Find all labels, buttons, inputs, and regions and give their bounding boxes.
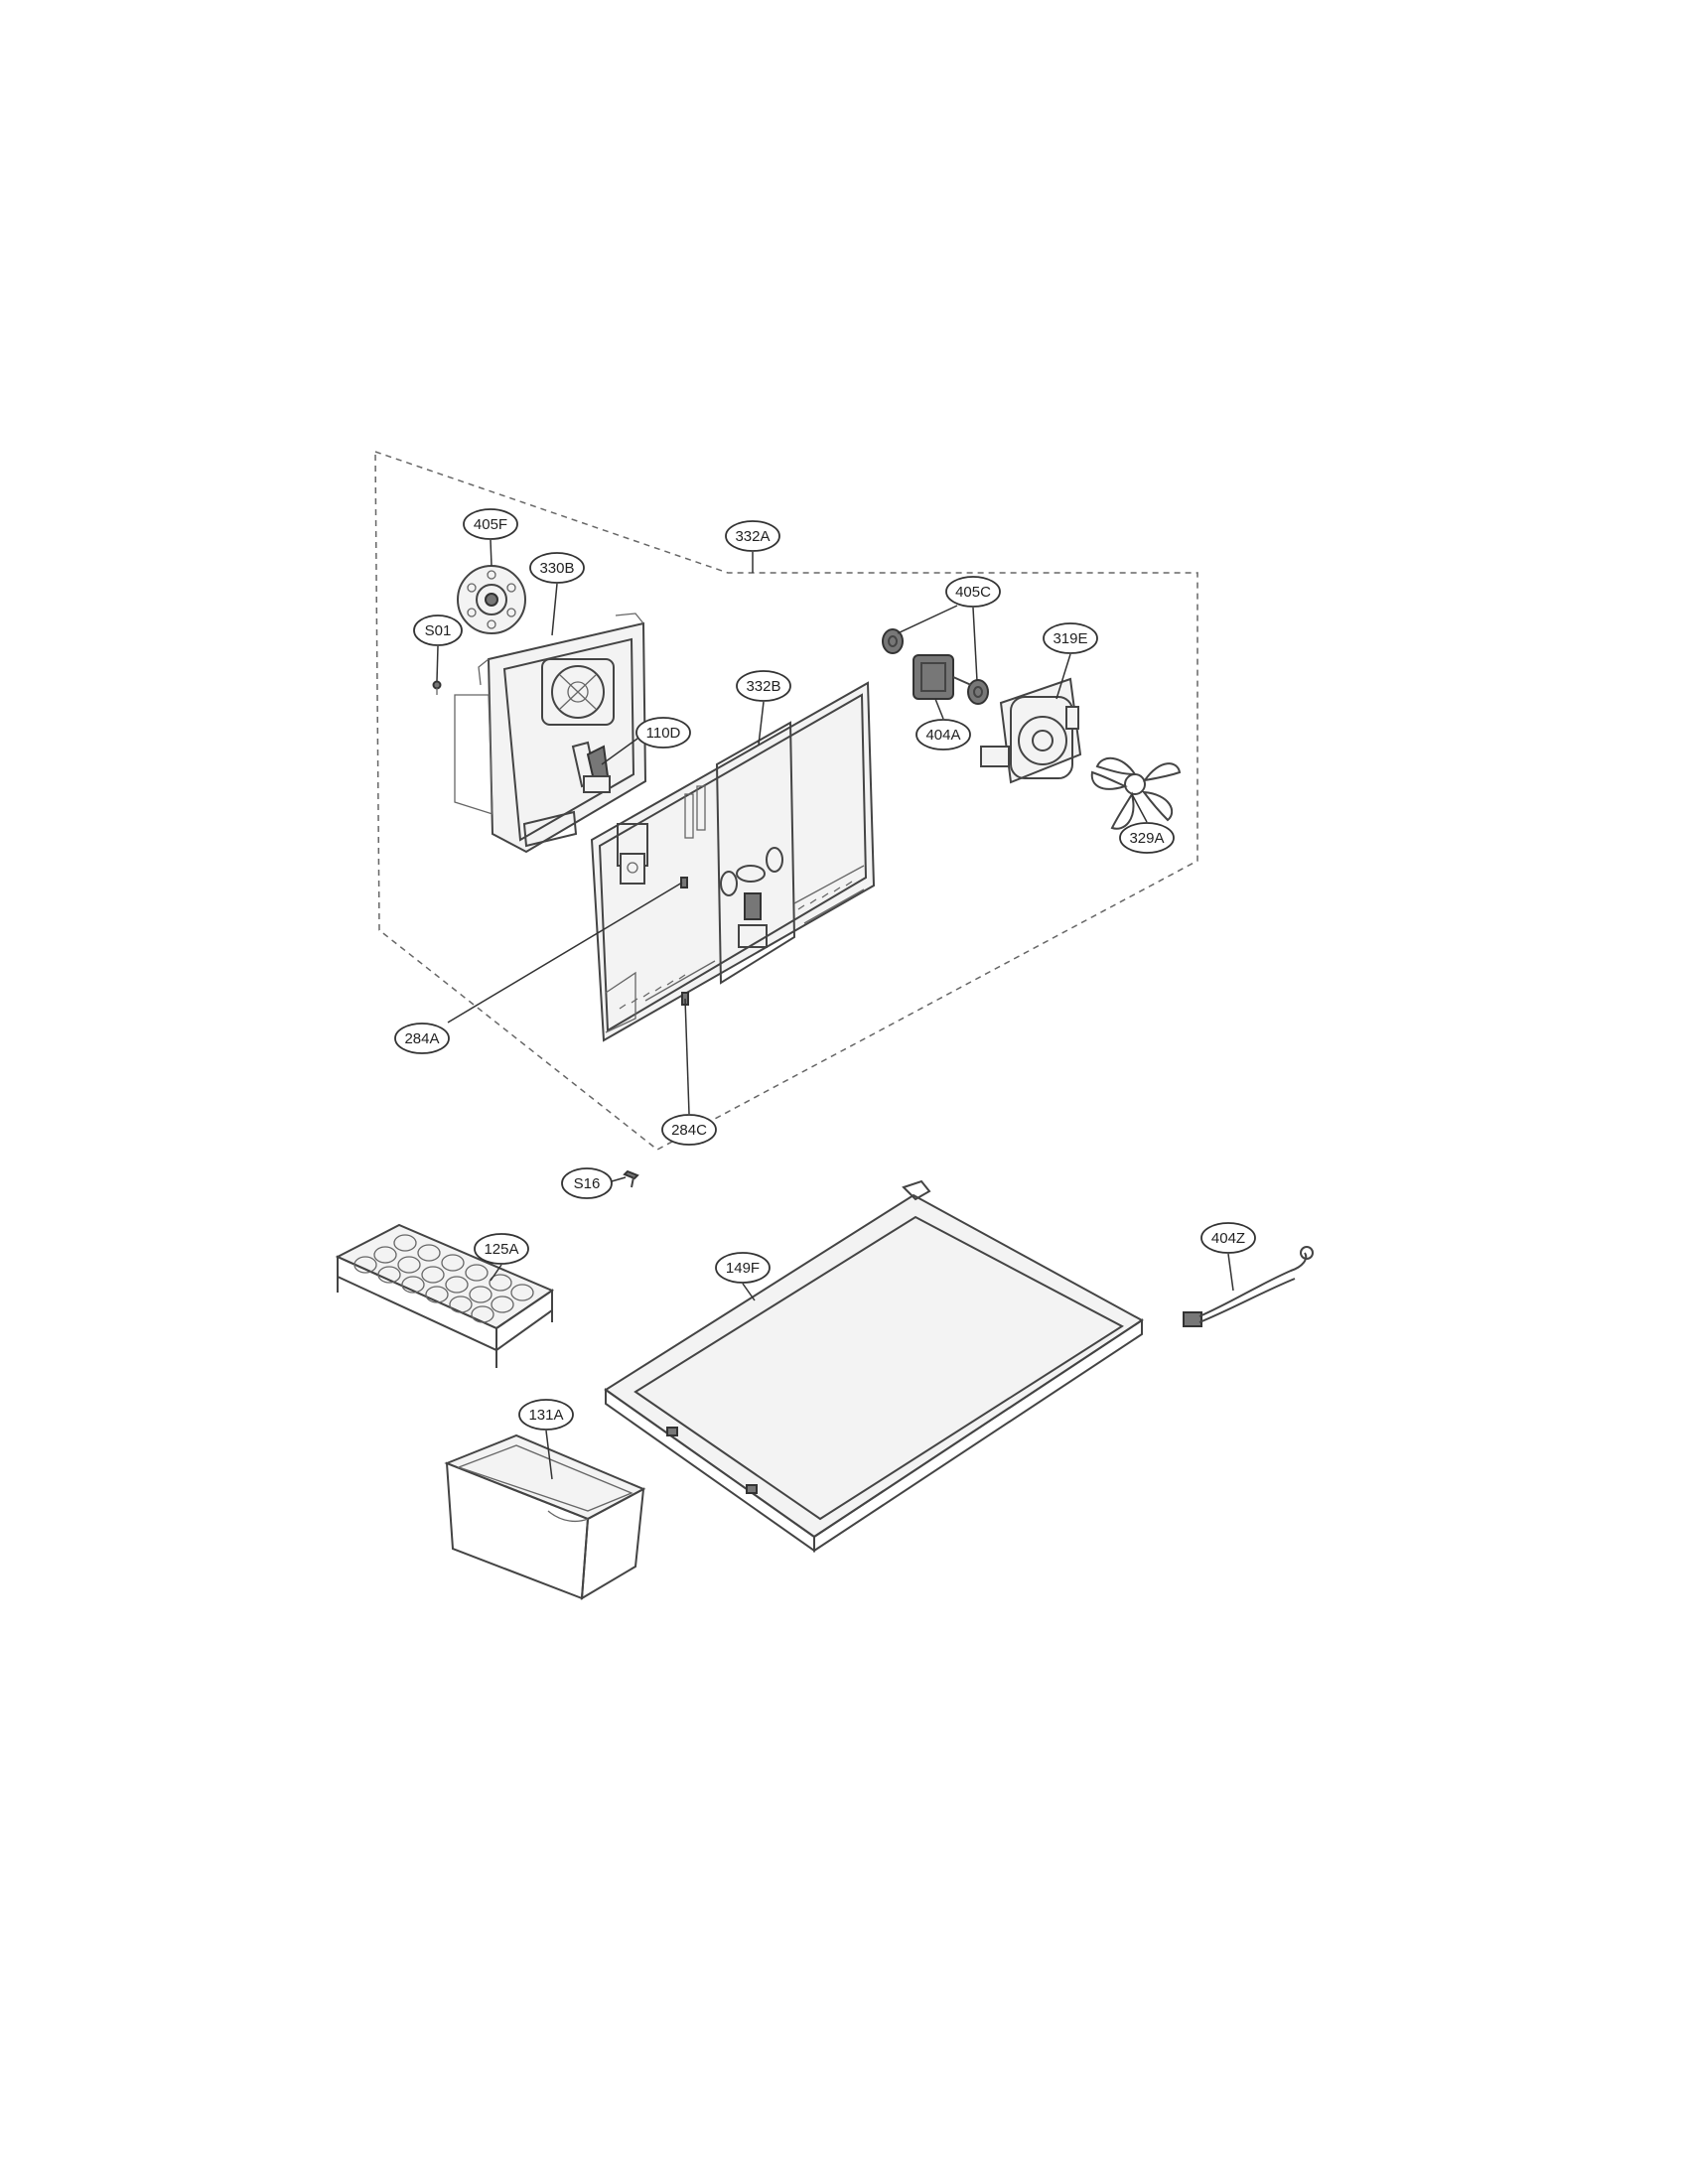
svg-text:405F: 405F [474,516,507,533]
svg-text:125A: 125A [484,1241,518,1258]
svg-text:131A: 131A [528,1407,563,1424]
part-131A-ice-bin [444,1433,646,1600]
part-330B-shroud [454,613,647,854]
part-S16-screw [623,1169,639,1188]
svg-text:284A: 284A [404,1030,439,1047]
svg-text:284C: 284C [671,1122,707,1139]
part-329A-fan-blade [1090,756,1182,830]
callout-319E: 319E [1043,622,1098,654]
part-125A-ice-tray [335,1223,555,1368]
svg-text:319E: 319E [1053,630,1087,647]
leader-lines [436,539,1234,1480]
part-405C-grommets [882,628,989,705]
svg-text:404Z: 404Z [1211,1230,1245,1247]
callout-329A: 329A [1119,822,1175,854]
svg-text:S16: S16 [574,1175,601,1192]
part-404Z-wire-harness [1183,1246,1314,1327]
callout-332A: 332A [725,520,780,552]
svg-text:332B: 332B [746,678,780,695]
callout-S01: S01 [413,614,463,646]
callout-404Z: 404Z [1200,1222,1256,1254]
part-332B-cover-panel [590,681,876,1042]
callout-S16: S16 [561,1167,613,1199]
callout-405F: 405F [463,508,518,540]
svg-text:405C: 405C [955,584,991,601]
callout-404A: 404A [915,719,971,751]
svg-text:329A: 329A [1129,830,1164,847]
part-319E-fan-housing [980,677,1082,784]
svg-text:149F: 149F [726,1260,760,1277]
callout-149F: 149F [715,1252,771,1284]
assembly-boundary-332A [374,450,1198,1151]
part-405F-gear [457,565,526,634]
callout-284A: 284A [394,1023,450,1054]
svg-text:404A: 404A [925,727,960,744]
callout-405C: 405C [945,576,1001,608]
callout-110D: 110D [635,717,691,749]
callout-332B: 332B [736,670,791,702]
callout-131A: 131A [518,1399,574,1431]
callout-125A: 125A [474,1233,529,1265]
part-S01-screw [432,680,442,695]
svg-text:S01: S01 [425,622,452,639]
part-149F-glass-shelf [604,1179,1144,1553]
svg-text:332A: 332A [735,528,770,545]
callout-330B: 330B [529,552,585,584]
svg-text:330B: 330B [539,560,574,577]
part-404A-fan-motor [913,654,972,700]
callout-284C: 284C [661,1114,717,1146]
svg-text:110D: 110D [646,725,681,742]
